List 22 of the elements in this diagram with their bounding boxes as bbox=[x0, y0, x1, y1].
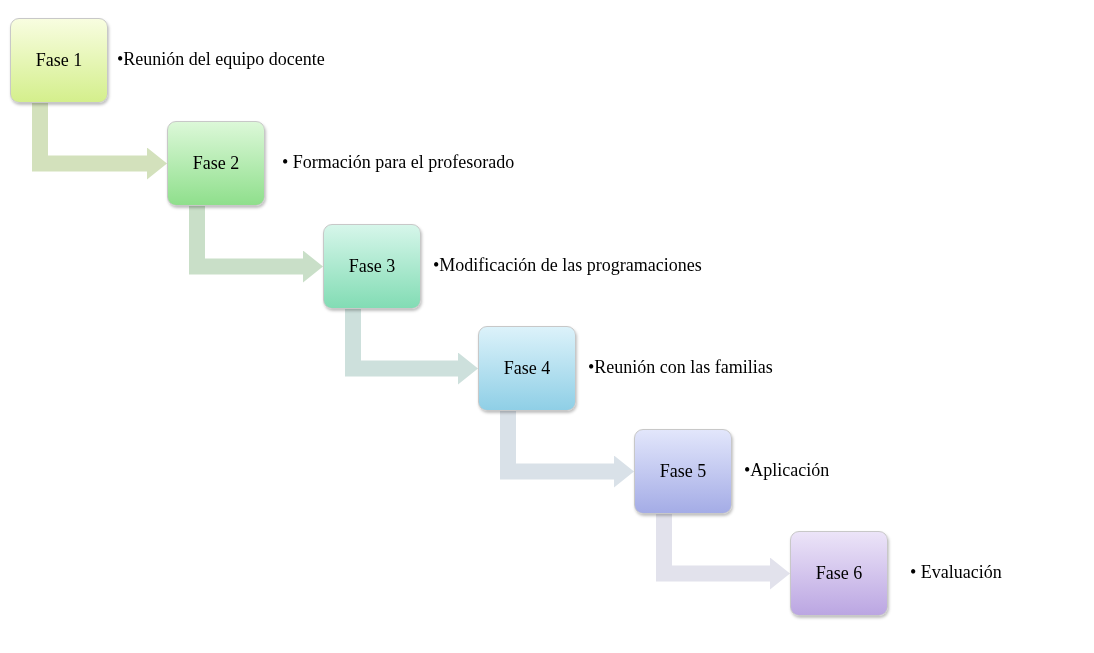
bullet-text: •Reunión del equipo docente bbox=[117, 48, 325, 70]
phase-label: Fase 4 bbox=[503, 358, 551, 379]
phase-box bbox=[167, 121, 265, 206]
phase-label: Fase 6 bbox=[815, 563, 863, 584]
bullet-text: • Evaluación bbox=[910, 561, 1002, 583]
bullet-text: •Aplicación bbox=[744, 459, 830, 481]
bent-arrow bbox=[500, 411, 634, 488]
phase-label: Fase 3 bbox=[348, 256, 396, 277]
bent-arrow bbox=[189, 206, 323, 283]
phase-box bbox=[790, 531, 888, 616]
bent-arrow bbox=[32, 103, 167, 180]
phase-box bbox=[323, 224, 421, 309]
bullet-text: • Formación para el profesorado bbox=[282, 151, 515, 173]
phase-box bbox=[634, 429, 732, 514]
phase-box bbox=[10, 18, 108, 103]
phase-label: Fase 5 bbox=[659, 461, 707, 482]
bullet-text: •Reunión con las familias bbox=[588, 356, 773, 378]
phase-box bbox=[478, 326, 576, 411]
bullet-text: •Modificación de las programaciones bbox=[433, 254, 702, 276]
bent-arrow bbox=[345, 309, 478, 385]
phase-label: Fase 2 bbox=[192, 153, 240, 174]
phase-label: Fase 1 bbox=[35, 50, 83, 71]
